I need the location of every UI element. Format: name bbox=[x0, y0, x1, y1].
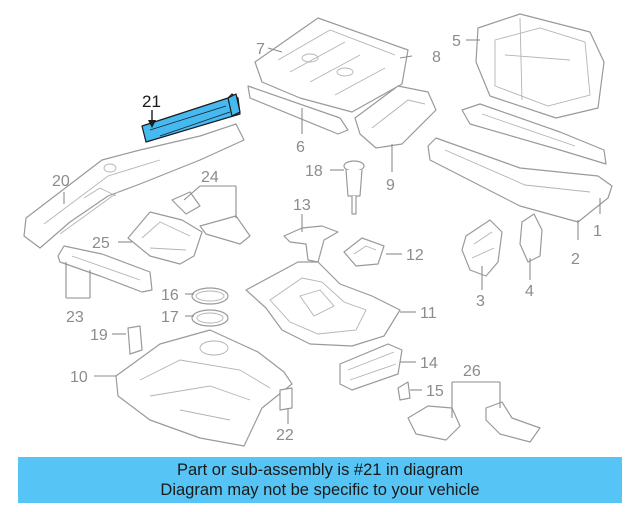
part-18-mount[interactable] bbox=[343, 160, 365, 215]
callout-25: 25 bbox=[92, 235, 110, 252]
part-22-clip[interactable] bbox=[279, 387, 293, 411]
callout-24: 24 bbox=[201, 169, 219, 186]
callout-16: 16 bbox=[161, 287, 179, 304]
part-7-rear-shelf[interactable] bbox=[254, 17, 409, 113]
callout-12: 12 bbox=[406, 247, 424, 264]
part-12-plate[interactable] bbox=[343, 237, 385, 267]
part-25-crossmember[interactable] bbox=[127, 211, 203, 265]
callout-13: 13 bbox=[293, 197, 311, 214]
callout-23: 23 bbox=[66, 309, 84, 326]
part-19-clip[interactable] bbox=[127, 325, 143, 355]
part-2-panel[interactable] bbox=[461, 103, 607, 165]
callout-10: 10 bbox=[70, 369, 88, 386]
banner-line-part-info: Part or sub-assembly is #21 in diagram bbox=[176, 461, 464, 479]
part-1-crossmember[interactable] bbox=[427, 137, 613, 223]
callout-7: 7 bbox=[256, 41, 265, 58]
callout-6: 6 bbox=[296, 139, 305, 156]
callout-4: 4 bbox=[525, 283, 534, 300]
part-4-bracket[interactable] bbox=[519, 213, 543, 263]
callout-8: 8 bbox=[432, 49, 441, 66]
part-24-brackets[interactable] bbox=[171, 191, 251, 245]
part-21-highlighted-member[interactable] bbox=[141, 93, 241, 143]
callout-21: 21 bbox=[142, 92, 161, 111]
exploded-parts-diagram: 1 2 3 4 5 6 7 8 9 10 11 12 13 14 15 16 1… bbox=[23, 13, 613, 447]
part-15-bracket[interactable] bbox=[397, 381, 411, 401]
part-6-shelf-rail[interactable] bbox=[247, 85, 349, 135]
callout-18: 18 bbox=[305, 163, 323, 180]
callout-3: 3 bbox=[476, 293, 485, 310]
part-20-side-member[interactable] bbox=[23, 123, 245, 249]
callout-11: 11 bbox=[420, 305, 437, 322]
callout-22: 22 bbox=[276, 427, 294, 444]
callout-2: 2 bbox=[571, 251, 580, 268]
part-11-floor-tub[interactable] bbox=[245, 261, 401, 347]
part-10-floor-pan[interactable] bbox=[115, 329, 293, 447]
banner-line-disclaimer: Diagram may not be specific to your vehi… bbox=[160, 481, 480, 499]
callout-26: 26 bbox=[463, 363, 481, 380]
callout-15: 15 bbox=[426, 383, 444, 400]
part-17-seal-ring[interactable] bbox=[191, 309, 229, 327]
part-16-seal-ring[interactable] bbox=[191, 287, 229, 305]
callout-numbers: 1 2 3 4 5 6 7 8 9 10 11 12 13 14 15 16 1… bbox=[52, 33, 602, 444]
part-23-rail[interactable] bbox=[57, 245, 153, 293]
callout-20: 20 bbox=[52, 173, 70, 190]
leader-lines bbox=[63, 39, 601, 424]
callout-1: 1 bbox=[593, 223, 602, 240]
part-9-bracket[interactable] bbox=[354, 85, 437, 149]
info-banner: Part or sub-assembly is #21 in diagram D… bbox=[18, 457, 622, 503]
callout-17: 17 bbox=[161, 309, 179, 326]
callout-5: 5 bbox=[452, 33, 461, 50]
part-14-bracket[interactable] bbox=[339, 343, 403, 391]
part-26-brackets[interactable] bbox=[407, 401, 541, 443]
callout-14: 14 bbox=[420, 355, 438, 372]
callout-19: 19 bbox=[90, 327, 108, 344]
part-3-bracket[interactable] bbox=[461, 219, 503, 277]
part-5-rear-panel[interactable] bbox=[475, 13, 605, 119]
callout-9: 9 bbox=[386, 177, 395, 194]
part-13-bracket[interactable] bbox=[283, 225, 339, 263]
